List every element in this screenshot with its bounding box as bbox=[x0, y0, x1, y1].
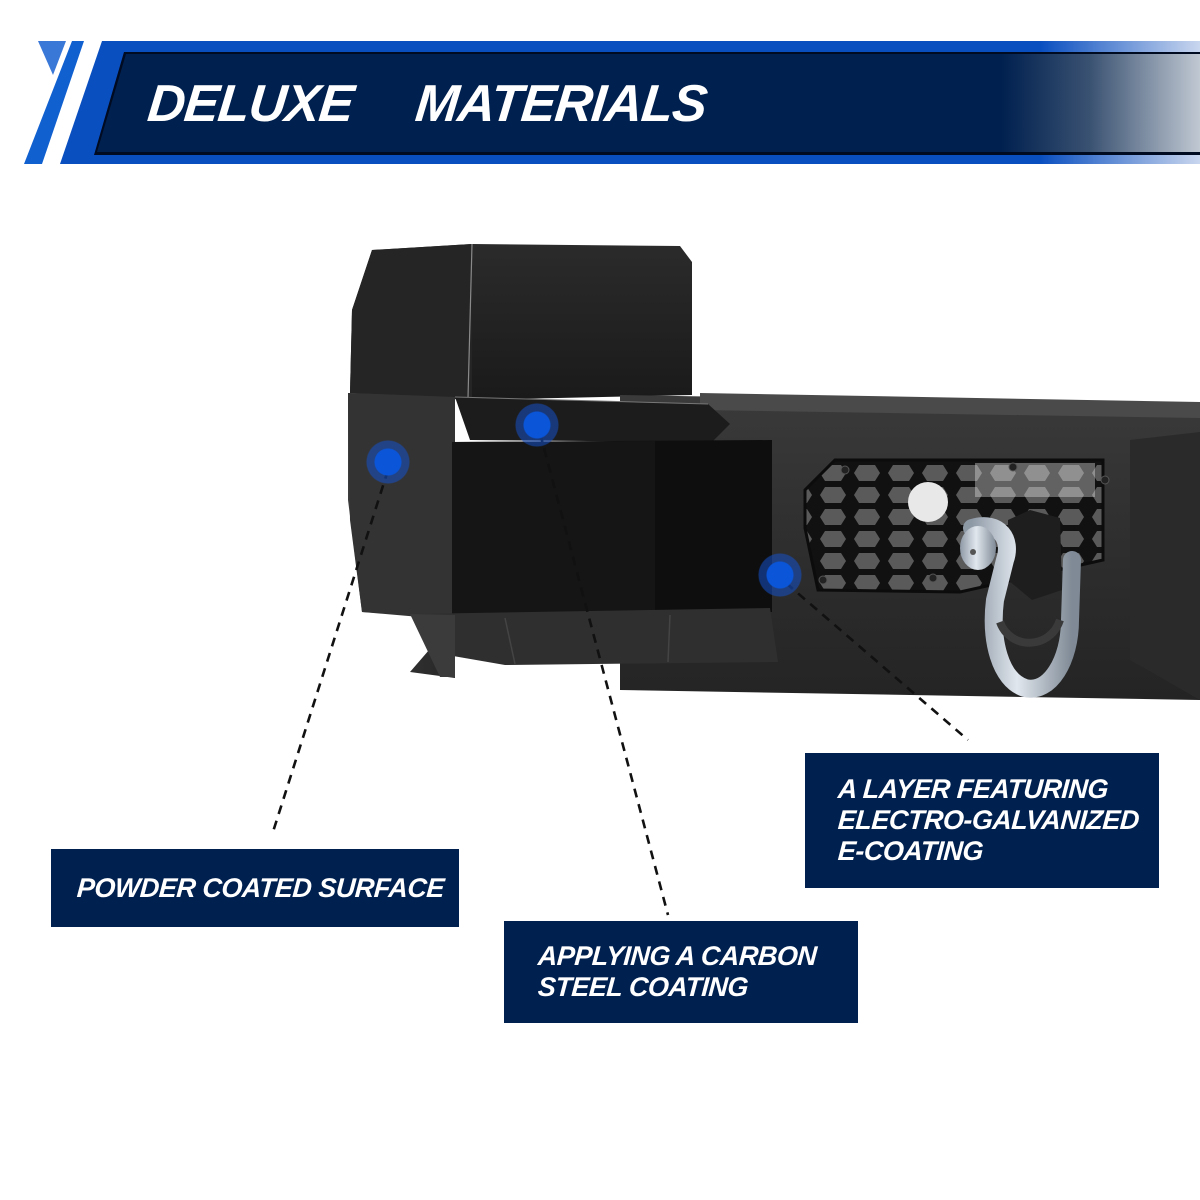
header-banner: DELUXE MATERIALS bbox=[0, 0, 1200, 180]
banner-graphic bbox=[24, 41, 1200, 164]
label-line: APPLYING A CARBON bbox=[536, 941, 818, 971]
label-line: ELECTRO-GALVANIZED bbox=[836, 805, 1141, 835]
label-line: STEEL COATING bbox=[536, 972, 750, 1002]
label-line: E-COATING bbox=[836, 836, 985, 866]
label-line: POWDER COATED SURFACE bbox=[75, 872, 446, 903]
callout-dot-powder-coated bbox=[366, 440, 410, 484]
label-electro-galvanized-e-coating: A LAYER FEATURING ELECTRO-GALVANIZED E-C… bbox=[805, 753, 1159, 888]
callout-dot-e-coating bbox=[758, 553, 802, 597]
page-title: DELUXE MATERIALS bbox=[144, 75, 710, 133]
label-line: A LAYER FEATURING bbox=[836, 774, 1110, 804]
bumper-illustration bbox=[348, 243, 1200, 700]
label-powder-coated-surface: POWDER COATED SURFACE bbox=[51, 849, 459, 927]
label-carbon-steel-coating: APPLYING A CARBON STEEL COATING bbox=[504, 921, 858, 1023]
product-image-bumper bbox=[0, 180, 1200, 740]
callout-dot-carbon-steel bbox=[515, 403, 559, 447]
